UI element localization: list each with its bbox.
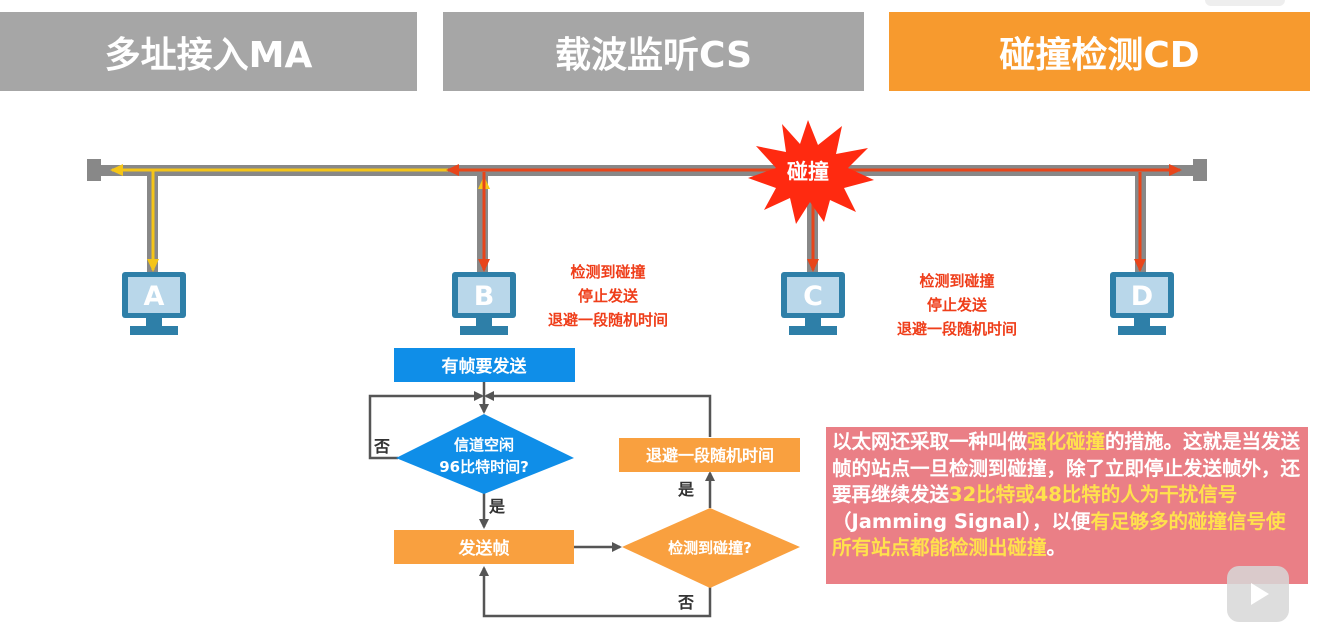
bus-terminator-right — [1193, 159, 1207, 181]
tab-carrier-sense[interactable]: 载波监听CS — [443, 12, 864, 91]
detect-collision-decision — [622, 508, 800, 588]
computer-stand — [1134, 318, 1150, 326]
computer-stand — [476, 318, 492, 326]
start-node-label: 有帧要发送 — [442, 356, 528, 377]
tab-label: 碰撞检测CD — [999, 34, 1200, 76]
ethernet-bus — [87, 159, 1207, 273]
station-c: C — [781, 272, 845, 335]
info-highlight: 强化碰撞 — [1027, 430, 1106, 453]
tab-label: 载波监听CS — [554, 34, 753, 76]
tab-collision-detection[interactable]: 碰撞检测CD — [889, 12, 1310, 91]
check-idle-line2: 96比特时间? — [439, 458, 529, 476]
station-label-c: C — [803, 281, 823, 312]
note-line: 退避一段随机时间 — [897, 320, 1017, 338]
note-line: 停止发送 — [578, 287, 639, 305]
send-frame-node — [394, 530, 574, 564]
info-text: 。 — [1046, 536, 1067, 559]
branch-yes-up: 是 — [677, 480, 694, 499]
computer-base — [789, 326, 837, 335]
info-text: 的措施。这就是当发送帧的站点一旦检测到碰撞，除了立即停止发送帧外，还要再继续发送 — [832, 430, 1301, 506]
station-b: B — [452, 272, 516, 335]
computer-screen — [1116, 277, 1168, 313]
note-b: 检测到碰撞 停止发送 退避一段随机时间 — [548, 263, 668, 329]
computer-base — [460, 326, 508, 335]
backoff-label: 退避一段随机时间 — [646, 446, 774, 465]
station-label-a: A — [144, 281, 165, 312]
info-highlight: 32比特或48比特的人为干扰信号 — [949, 483, 1238, 506]
station-label-d: D — [1131, 281, 1153, 312]
computer-base — [1118, 326, 1166, 335]
connector-no-to-send — [479, 566, 712, 618]
note-line: 退避一段随机时间 — [548, 311, 668, 329]
info-text: （Jamming Signal），以便 — [832, 509, 1091, 533]
branch-yes-down: 是 — [488, 497, 505, 516]
collision-label: 碰撞 — [787, 160, 829, 184]
tab-multiple-access[interactable]: 多址接入MA — [0, 12, 417, 91]
jamming-signal-info-box: 以太网还采取一种叫做强化碰撞的措施。这就是当发送帧的站点一旦检测到碰撞，除了立即… — [826, 427, 1308, 584]
info-text: 以太网还采取一种叫做 — [832, 430, 1028, 453]
computer-stand — [146, 318, 162, 326]
computer-screen — [128, 277, 180, 313]
connector-backoff-to-check — [484, 391, 712, 437]
check-idle-line1: 信道空闲 — [454, 436, 514, 454]
backoff-node — [619, 438, 800, 472]
connector-no-loop — [368, 391, 484, 460]
video-play-button[interactable] — [1227, 566, 1289, 622]
flowchart: 有帧要发送 信道空闲 96比特时间? 发送帧 检测到碰撞? 退避一段随机时间 否… — [368, 348, 800, 618]
computer-stand — [805, 318, 821, 326]
computer-base — [130, 326, 178, 335]
branch-no-bottom: 否 — [677, 593, 694, 612]
computer-screen — [787, 277, 839, 313]
note-line: 检测到碰撞 — [570, 263, 645, 281]
note-line: 停止发送 — [927, 296, 988, 314]
window-corner-decoration — [1205, 0, 1285, 6]
start-node — [394, 348, 575, 382]
check-idle-decision — [396, 414, 574, 494]
station-d: D — [1110, 272, 1174, 335]
send-frame-label: 发送帧 — [458, 538, 510, 559]
collision-burst: 碰撞 — [748, 120, 874, 224]
play-icon — [1251, 583, 1269, 605]
note-line: 检测到碰撞 — [919, 272, 994, 290]
explosion-icon — [748, 120, 874, 224]
branch-no-left: 否 — [373, 437, 390, 456]
info-highlight: 有足够多的碰撞信号使所有站点都能检测出碰撞 — [832, 509, 1286, 560]
station-label-b: B — [474, 281, 495, 312]
yellow-signal — [110, 164, 490, 272]
detect-collision-label: 检测到碰撞? — [668, 539, 752, 557]
note-c: 检测到碰撞 停止发送 退避一段随机时间 — [897, 272, 1017, 338]
station-a: A — [122, 272, 186, 335]
tab-label: 多址接入MA — [104, 34, 313, 76]
computer-screen — [458, 277, 510, 313]
bus-terminator-left — [87, 159, 101, 181]
